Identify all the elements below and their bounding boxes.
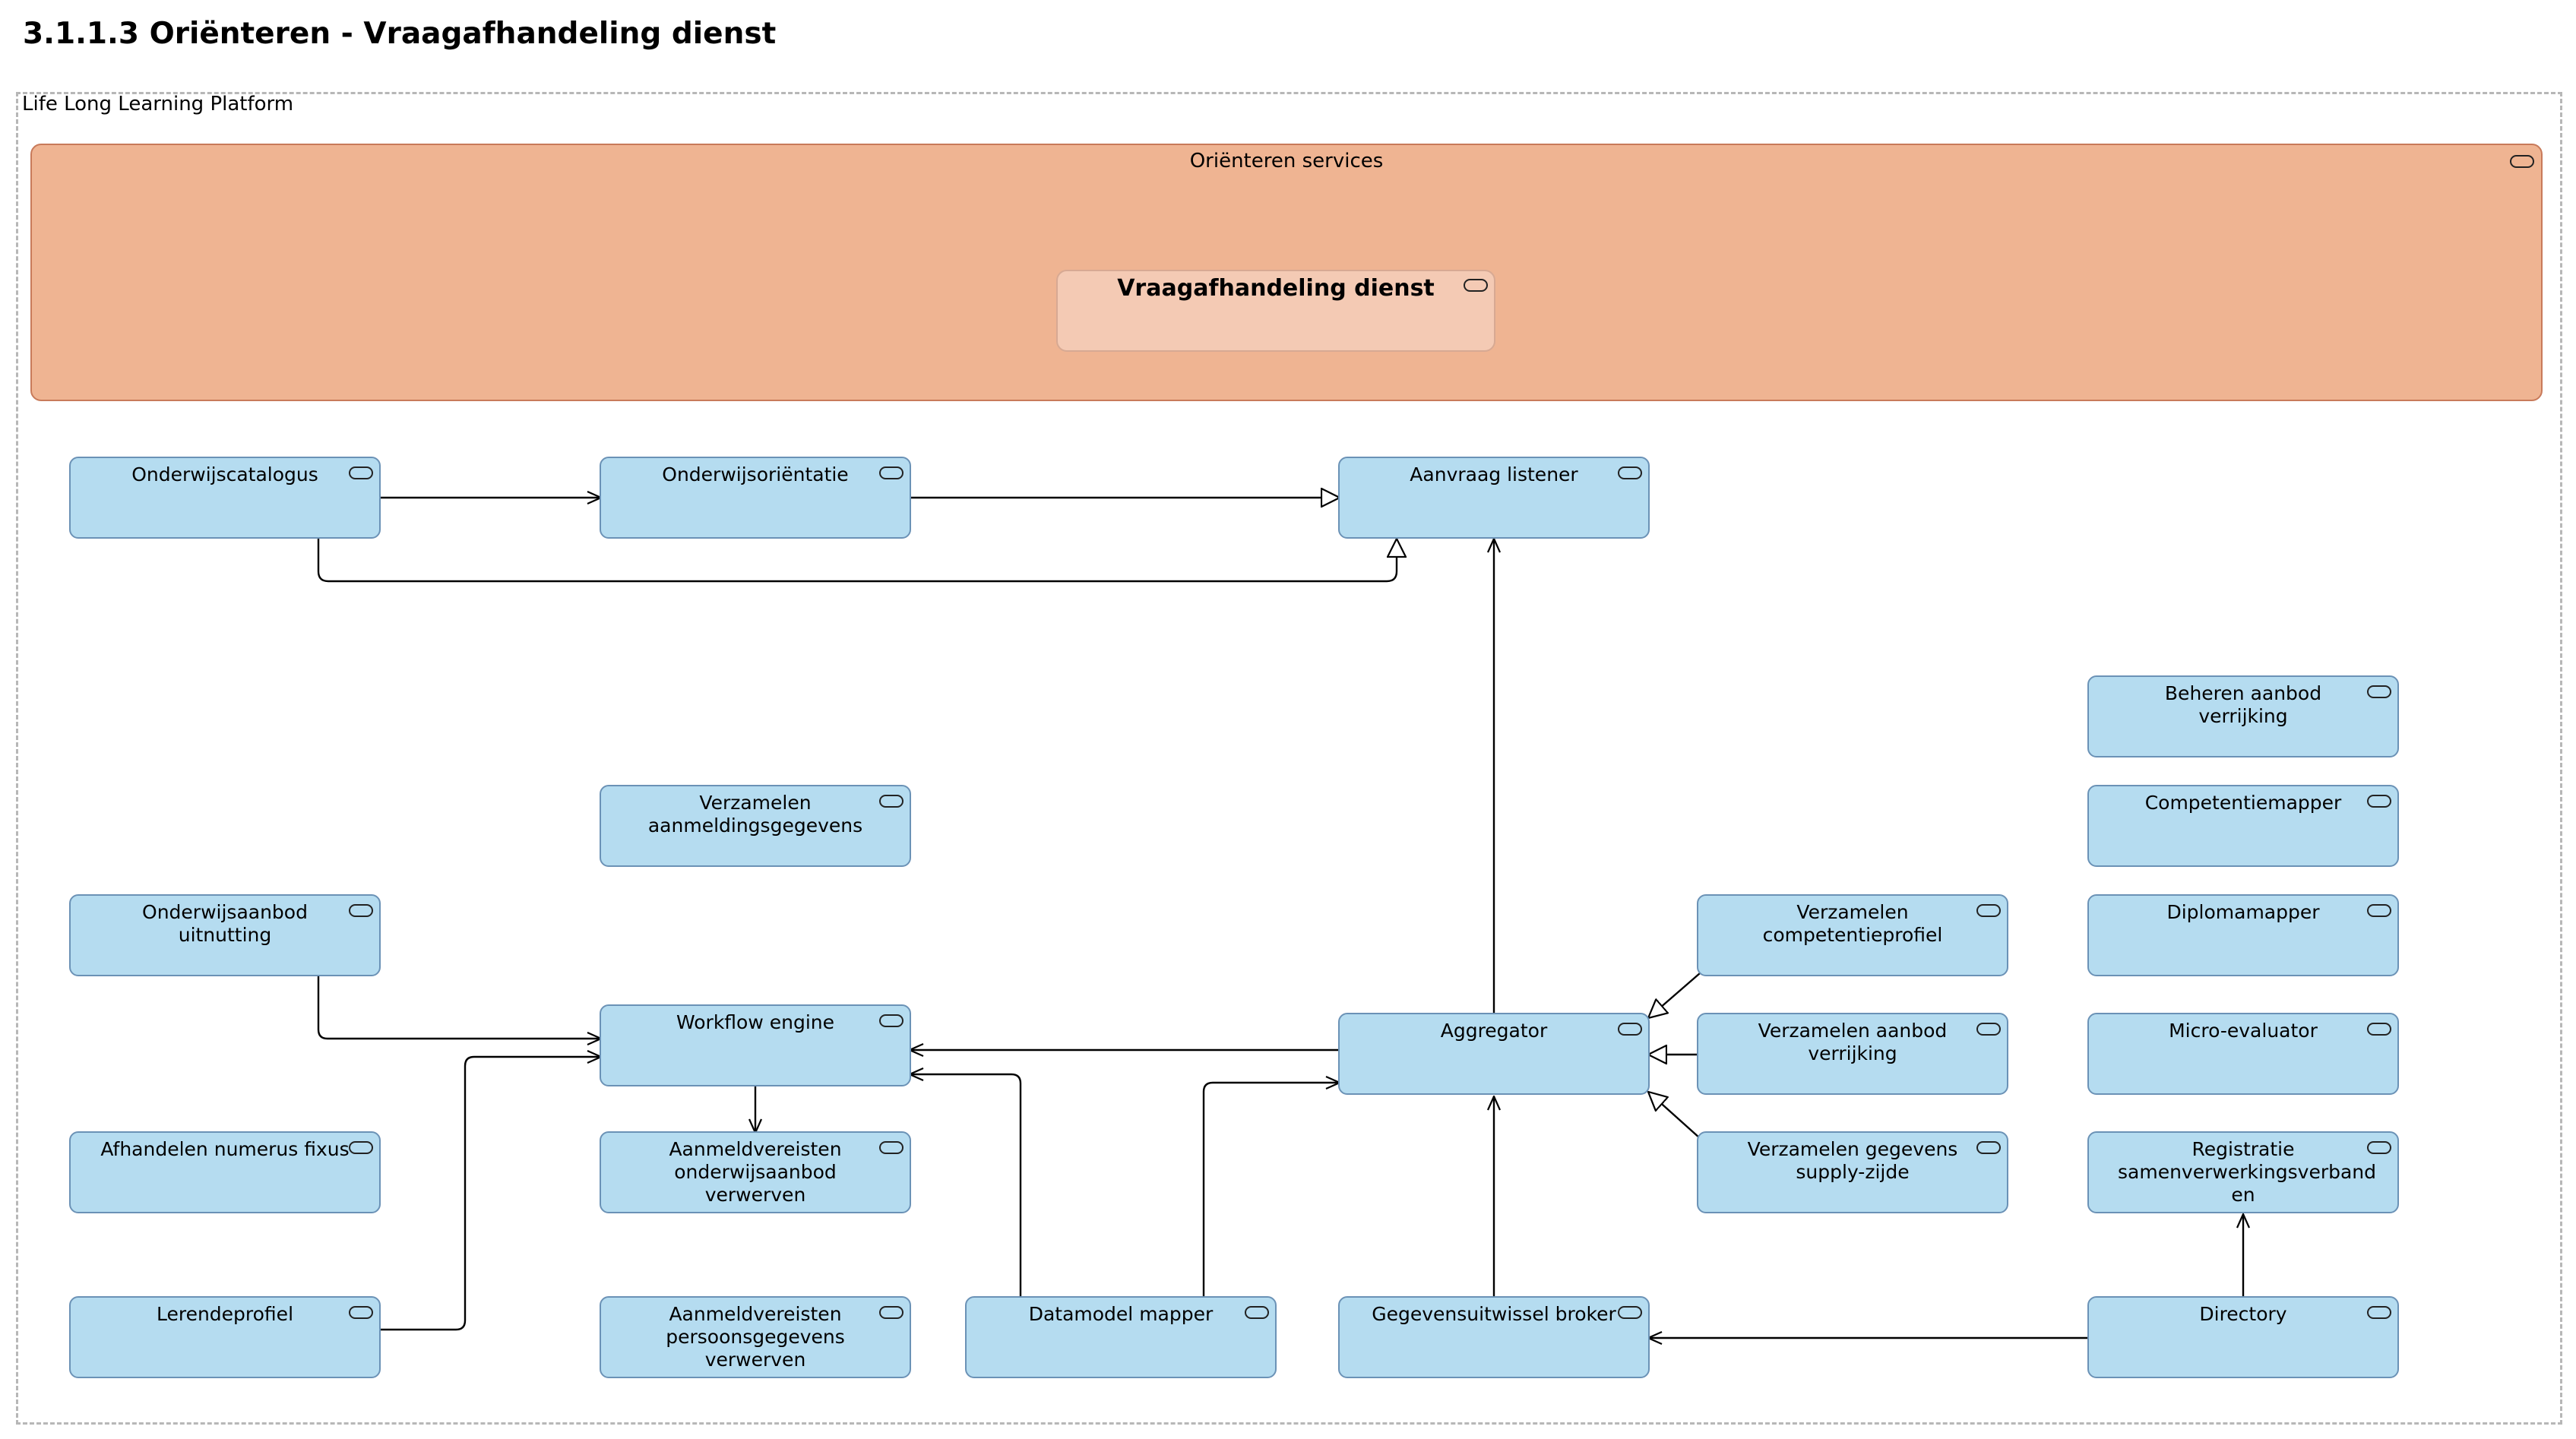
service-icon — [879, 1306, 903, 1319]
competentiemapper-label: Competentiemapper — [2144, 792, 2342, 814]
verzamelen-aanbod-verrijking-label: Verzamelen aanbod verrijking — [1758, 1020, 1948, 1064]
diplomamapper-label: Diplomamapper — [2166, 901, 2320, 923]
service-icon — [2367, 795, 2391, 808]
lerendeprofiel-label: Lerendeprofiel — [156, 1303, 294, 1325]
verzamelen-gegevens-supply-node[interactable] — [1697, 1131, 2008, 1213]
verzamelen-gegevens-supply-label: Verzamelen gegevens supply-zijde — [1747, 1138, 1958, 1183]
datamodel-mapper-node[interactable] — [965, 1296, 1277, 1378]
relations — [317, 498, 2243, 1338]
service-icon — [2367, 1023, 2391, 1036]
service-icon — [2510, 155, 2534, 168]
onderwijscatalogus-label: Onderwijscatalogus — [131, 463, 318, 485]
aanmeldvereisten-persoonsgegevens-node[interactable] — [600, 1296, 911, 1378]
directory-node[interactable] — [2087, 1296, 2399, 1378]
service-icon — [349, 904, 373, 917]
service-icon — [349, 1306, 373, 1319]
aanmeldvereisten-persoonsgegevens-label: Aanmeldvereisten persoonsgegevens verwer… — [666, 1303, 845, 1371]
lerendeprofiel-node[interactable] — [69, 1296, 381, 1378]
micro-evaluator-node[interactable] — [2087, 1013, 2399, 1095]
gegevensuitwissel-broker-label: Gegevensuitwissel broker — [1372, 1303, 1616, 1325]
service-icon — [2367, 685, 2391, 698]
service-icon — [2367, 904, 2391, 917]
service-icon — [1618, 1306, 1642, 1319]
service-icon — [2367, 1141, 2391, 1154]
relation-datamodel-mapper-to-workflow-engine — [910, 1074, 1022, 1297]
service-icon — [1976, 1023, 2001, 1036]
service-icon — [1618, 466, 1642, 479]
service-icon — [1976, 904, 2001, 917]
orienteren-services-label: Oriënteren services — [1189, 150, 1384, 172]
aanmeldvereisten-onderwijsaanbod-label: Aanmeldvereisten onderwijsaanbod verwerv… — [669, 1138, 842, 1206]
service-icon — [879, 1141, 903, 1154]
service-icon — [1618, 1023, 1642, 1036]
service-icon — [2367, 1306, 2391, 1319]
workflow-engine-node[interactable] — [600, 1004, 911, 1086]
vraagafhandeling-dienst-node[interactable] — [1056, 270, 1495, 352]
onderwijsorientatie-label: Onderwijsoriëntatie — [662, 463, 849, 485]
verzamelen-aanbod-verrijking-node[interactable] — [1697, 1013, 2008, 1095]
verzamelen-competentieprofiel-label: Verzamelen competentieprofiel — [1762, 901, 1943, 946]
competentiemapper-node[interactable] — [2087, 785, 2399, 867]
registratie-samenwerkingsverbanden-label: Registratie samenverwerkingsverband en — [2118, 1138, 2377, 1206]
service-icon — [1976, 1141, 2001, 1154]
verzamelen-competentieprofiel-node[interactable] — [1697, 894, 2008, 976]
aanmeldvereisten-onderwijsaanbod-node[interactable] — [600, 1131, 911, 1213]
platform-group-label: Life Long Learning Platform — [22, 93, 294, 115]
aggregator-label: Aggregator — [1440, 1020, 1548, 1042]
service-icon — [879, 1014, 903, 1027]
relation-competentieprofiel-to-aggregator — [1648, 973, 1701, 1018]
onderwijsaanbod-uitnutting-label: Onderwijsaanbod uitnutting — [142, 901, 308, 946]
relation-supply-to-aggregator — [1648, 1092, 1701, 1139]
service-icon — [1245, 1306, 1269, 1319]
service-icon — [879, 795, 903, 808]
service-icon — [1464, 279, 1488, 292]
onderwijsaanbod-uitnutting-node[interactable] — [69, 894, 381, 976]
aggregator-node[interactable] — [1338, 1013, 1650, 1095]
gegevensuitwissel-broker-node[interactable] — [1338, 1296, 1650, 1378]
datamodel-mapper-label: Datamodel mapper — [1028, 1303, 1214, 1325]
relation-datamodel-mapper-to-aggregator — [1202, 1083, 1340, 1297]
aanvraag-listener-node[interactable] — [1338, 457, 1650, 539]
relation-lerendeprofiel-to-workflow-engine — [380, 1057, 601, 1331]
directory-label: Directory — [2199, 1303, 2287, 1325]
service-icon — [349, 466, 373, 479]
micro-evaluator-label: Micro-evaluator — [2169, 1020, 2318, 1042]
platform-group-boundary — [16, 92, 2562, 1425]
verzamelen-aanmeldingsgegevens-node[interactable] — [600, 785, 911, 867]
diplomamapper-node[interactable] — [2087, 894, 2399, 976]
relation-onderwijsaanbod-uitnutting-to-workflow-engine — [317, 976, 601, 1039]
relation-onderwijscatalogus-to-aanvraag-listener — [317, 539, 1397, 583]
beheren-aanbod-verrijking-label: Beheren aanbod verrijking — [2164, 682, 2322, 727]
onderwijsorientatie-node[interactable] — [600, 457, 911, 539]
service-icon — [879, 466, 903, 479]
afhandelen-numerus-fixus-node[interactable] — [69, 1131, 381, 1213]
verzamelen-aanmeldingsgegevens-label: Verzamelen aanmeldingsgegevens — [647, 792, 863, 837]
aanvraag-listener-label: Aanvraag listener — [1410, 463, 1578, 485]
beheren-aanbod-verrijking-node[interactable] — [2087, 675, 2399, 757]
registratie-samenwerkingsverbanden-node[interactable] — [2087, 1131, 2399, 1213]
service-icon — [349, 1141, 373, 1154]
vraagafhandeling-dienst-label: Vraagafhandeling dienst — [1117, 275, 1435, 302]
onderwijscatalogus-node[interactable] — [69, 457, 381, 539]
page-title: 3.1.1.3 Oriënteren - Vraagafhandeling di… — [23, 17, 777, 51]
workflow-engine-label: Workflow engine — [676, 1011, 834, 1033]
afhandelen-numerus-fixus-label: Afhandelen numerus fixus — [100, 1138, 350, 1160]
